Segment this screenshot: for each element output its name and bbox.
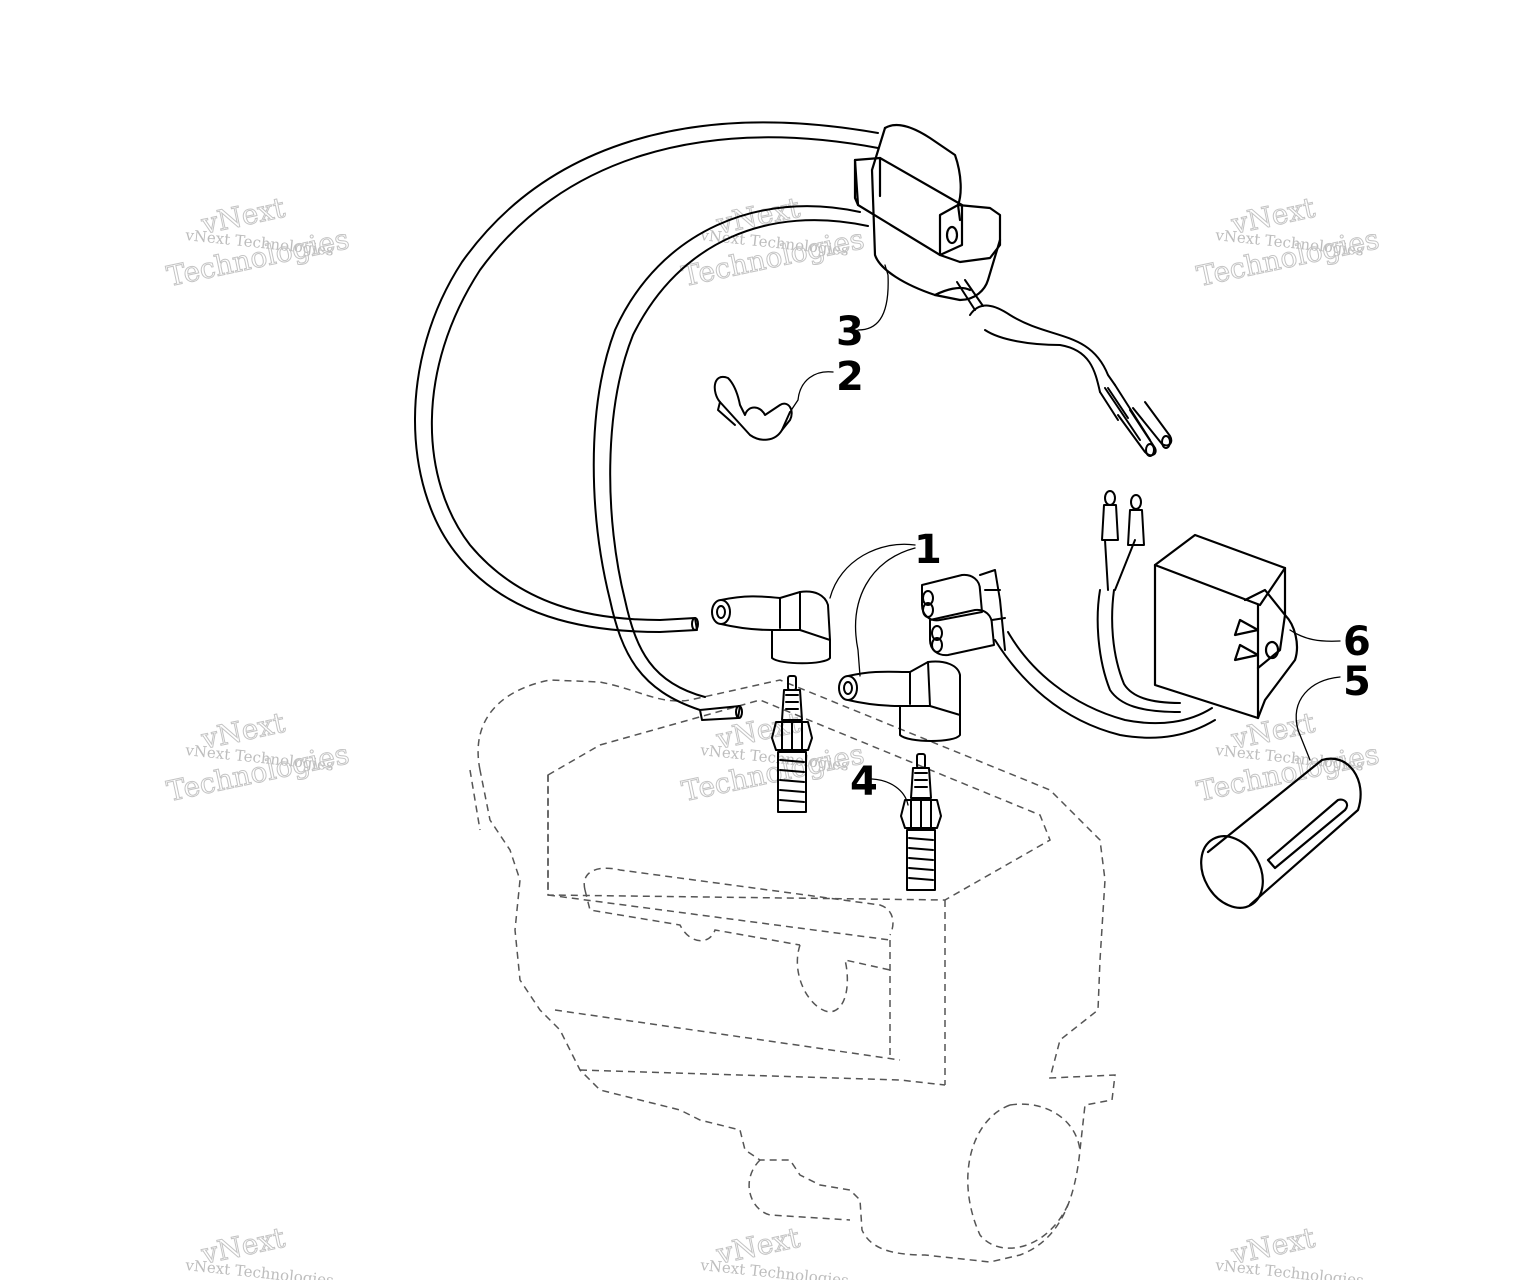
cdi-harness [994, 490, 1216, 739]
callout-3: 3 [836, 309, 864, 355]
watermark-mid-left: vNext Technologies vNext Technologies [163, 705, 352, 808]
ht-lead-inner [592, 205, 869, 721]
leader-2 [789, 371, 834, 413]
capacitor [1200, 757, 1362, 909]
leader-1a [829, 543, 916, 599]
leader-4 [871, 778, 909, 806]
watermark-mid-right: vNext Technologies vNext Technologies [1193, 705, 1382, 808]
leader-1b [854, 547, 916, 677]
watermark-top-right: vNext Technologies vNext Technologies [1193, 190, 1382, 293]
callout-labels: 3 2 1 4 6 5 [836, 309, 1371, 805]
watermark-top-left: vNext Technologies vNext Technologies [163, 190, 352, 293]
ignition-coil [853, 123, 1002, 302]
coil-primary-harness [956, 279, 1173, 457]
spark-plug-cap-a [711, 590, 831, 665]
cdi-module [1153, 533, 1299, 720]
spark-plug-a [771, 675, 813, 813]
leader-6 [1289, 629, 1341, 642]
spark-plug-cap-b [838, 660, 961, 742]
watermark-bottom-right: vNext Technologies vNext [1214, 1220, 1365, 1280]
watermark-mid-center: vNext Technologies vNext Technologies [678, 705, 867, 808]
spark-plug-b [900, 753, 942, 891]
watermark-bottom-center: vNext Technologies vNext [699, 1220, 850, 1280]
callout-5: 5 [1343, 659, 1371, 705]
ht-lead-outer [414, 121, 879, 633]
leader-lines [789, 264, 1341, 806]
callout-4: 4 [850, 759, 878, 805]
leader-5 [1295, 676, 1341, 761]
callout-1: 1 [914, 527, 942, 573]
callout-2: 2 [836, 354, 864, 400]
parts-line-art [414, 121, 1362, 909]
engine-ghost-outline [469, 679, 1116, 1263]
watermark-top-center: vNext Technologies vNext Technologies [678, 190, 867, 293]
callout-6: 6 [1343, 619, 1371, 665]
leader-3 [857, 264, 889, 331]
wire-clip [713, 375, 793, 441]
watermark-bottom-left: vNext Technologies vNext [184, 1220, 335, 1280]
cdi-connector [921, 569, 1006, 657]
